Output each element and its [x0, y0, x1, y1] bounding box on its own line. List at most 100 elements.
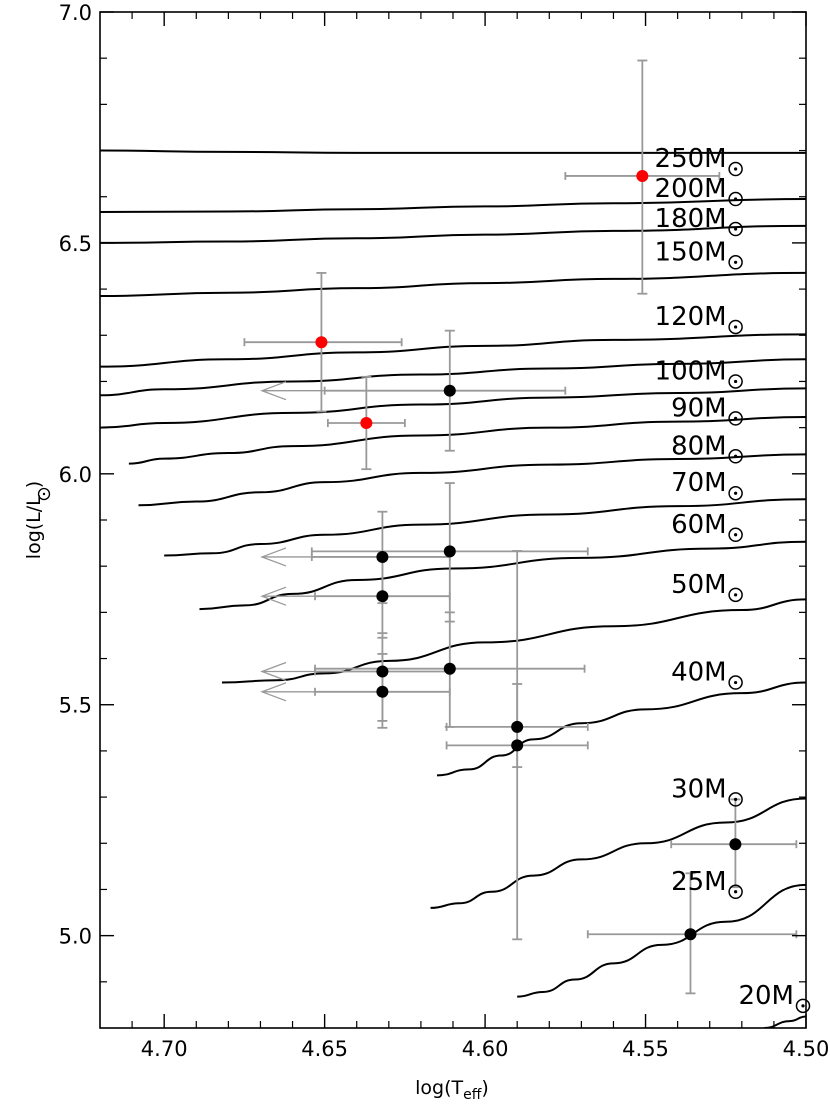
- mass-track-label-text: 150M: [655, 237, 727, 267]
- y-axis-ticks: 5.0 5.5 6.0 6.5 7.0: [59, 1, 806, 983]
- mass-track-line: [199, 540, 806, 611]
- mass-track-line: [436, 681, 806, 777]
- star-point: [376, 685, 389, 698]
- mass-track-label: 80M: [671, 431, 743, 464]
- y-axis-label-main: log(L/L: [23, 495, 45, 559]
- mass-track-line: [100, 198, 806, 213]
- upper-limit-arrow: [260, 547, 312, 567]
- y-axis-label-close: ): [23, 481, 45, 488]
- mass-track-line: [100, 333, 806, 368]
- x-tick-label: 4.65: [301, 1037, 348, 1061]
- star-point: [376, 665, 389, 678]
- sun-symbol-icon: [728, 792, 743, 807]
- data-points: [315, 169, 742, 941]
- y-tick-label: 6.0: [59, 463, 92, 487]
- star-point: [315, 336, 328, 349]
- mass-track-label: 150M: [655, 237, 743, 270]
- sun-symbol-icon: [728, 485, 743, 501]
- mass-track-label: 60M: [671, 510, 743, 543]
- mass-track-line: [100, 271, 806, 298]
- mass-track-label-text: 250M: [655, 144, 727, 174]
- mass-track-line: [517, 883, 806, 998]
- x-tick-label: 4.70: [141, 1037, 188, 1061]
- mass-track-label-text: 200M: [655, 174, 727, 204]
- y-tick-label: 5.0: [59, 925, 92, 949]
- mass-track-line: [164, 498, 806, 557]
- mass-track-label-text: 70M: [671, 468, 727, 498]
- y-tick-label: 7.0: [59, 1, 92, 25]
- upper-limit-arrow: [260, 586, 316, 606]
- mass-track-label-text: 30M: [671, 774, 727, 804]
- sun-symbol-icon: [728, 161, 743, 177]
- mass-track-label: 180M: [655, 204, 743, 237]
- mass-track-label-text: 180M: [655, 204, 727, 234]
- mass-tracks: [100, 149, 806, 1028]
- mass-track-line: [128, 416, 806, 465]
- mass-track-label: 25M: [671, 867, 743, 900]
- x-axis-label-main: log(T: [415, 1077, 463, 1099]
- mass-track-label-text: 20M: [738, 981, 794, 1011]
- sun-symbol-icon: [728, 191, 743, 207]
- x-tick-label: 4.50: [783, 1037, 830, 1061]
- upper-limit-arrow: [260, 381, 325, 401]
- mass-track-label-text: 60M: [671, 510, 727, 540]
- mass-track-label: 40M: [671, 658, 743, 690]
- mass-track-label-text: 100M: [655, 356, 727, 386]
- mass-track-label: 50M: [671, 570, 743, 603]
- star-point: [443, 384, 456, 397]
- mass-track-label: 70M: [671, 468, 743, 501]
- star-point: [729, 838, 742, 851]
- sun-symbol-icon: [37, 487, 51, 501]
- mass-track-line: [100, 149, 806, 154]
- upper-limit-arrow: [260, 661, 316, 682]
- mass-track-label-text: 25M: [671, 867, 727, 897]
- x-tick-label: 4.55: [622, 1037, 669, 1061]
- mass-track-label-text: 50M: [671, 570, 727, 600]
- y-tick-label: 6.5: [59, 232, 92, 256]
- mass-track-label: 120M: [655, 302, 743, 335]
- star-point: [376, 550, 389, 563]
- mass-track-line: [100, 358, 806, 397]
- mass-track-label-text: 90M: [671, 393, 727, 423]
- mass-track-line: [221, 598, 806, 684]
- y-tick-label: 5.5: [59, 694, 92, 718]
- sun-symbol-icon: [728, 675, 743, 690]
- star-point: [360, 417, 373, 430]
- sun-symbol-icon: [728, 527, 743, 543]
- x-axis-ticks: 4.70 4.65 4.60 4.55 4.50: [131, 12, 830, 1061]
- mass-track-label-text: 120M: [655, 302, 727, 332]
- star-point: [443, 662, 456, 675]
- svg-text:log(L/L ): log(L/L ): [23, 481, 45, 559]
- mass-track-line: [430, 797, 806, 909]
- star-point: [511, 720, 524, 733]
- mass-track-label: 30M: [671, 774, 743, 807]
- star-point: [684, 928, 697, 941]
- x-axis-label: log(Teff): [415, 1077, 489, 1103]
- mass-track-label: 200M: [655, 174, 743, 207]
- sun-symbol-icon: [728, 374, 743, 389]
- sun-symbol-icon: [728, 449, 743, 464]
- mass-track-label: 100M: [655, 356, 743, 389]
- mass-track-label-text: 40M: [671, 658, 727, 688]
- sun-symbol-icon: [728, 587, 743, 603]
- y-axis-label: log(L/L ): [23, 481, 51, 559]
- star-point: [511, 739, 524, 752]
- sun-symbol-icon: [728, 411, 743, 426]
- sun-symbol-icon: [728, 255, 743, 270]
- mass-track-label: 90M: [671, 393, 743, 426]
- x-axis-label-sub: eff: [463, 1087, 482, 1103]
- star-point: [376, 590, 389, 603]
- sun-symbol-icon: [728, 221, 743, 237]
- x-tick-label: 4.60: [462, 1037, 509, 1061]
- mass-track-line: [100, 224, 806, 244]
- mass-track-label-text: 80M: [671, 431, 727, 461]
- x-axis-label-close: ): [481, 1077, 488, 1099]
- sun-symbol-icon: [728, 884, 743, 900]
- star-point: [636, 169, 649, 182]
- sun-symbol-icon: [795, 998, 811, 1014]
- star-point: [443, 545, 456, 558]
- mass-track-line: [138, 453, 806, 507]
- mass-track-label: 250M: [655, 144, 743, 177]
